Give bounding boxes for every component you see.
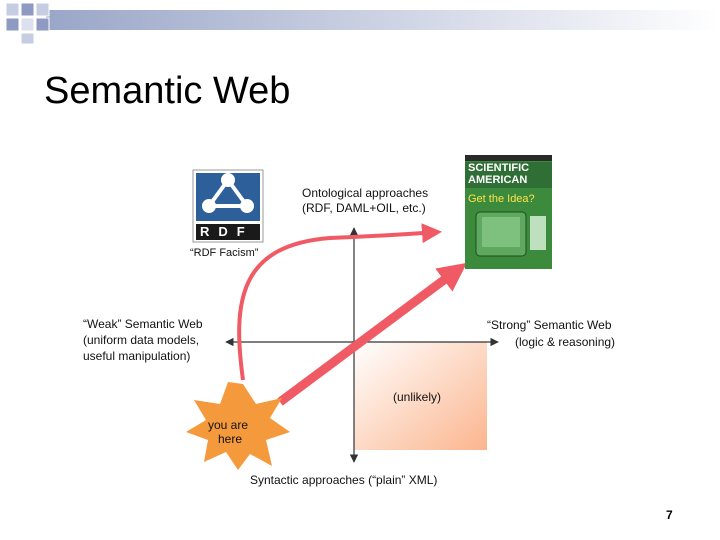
left-axis-label-line1: “Weak” Semantic Web	[83, 317, 203, 331]
starburst-label-line1: you are	[208, 418, 249, 432]
corner-square	[5, 17, 20, 32]
bottom-axis-label: Syntactic approaches (“plain” XML)	[250, 473, 438, 487]
diagonal-red-arrow	[277, 262, 467, 406]
corner-square	[20, 2, 35, 17]
corner-square	[35, 2, 50, 17]
magazine-headline: Get the Idea?	[468, 193, 535, 205]
scientific-american-cover	[465, 155, 552, 269]
top-axis-label-line2: (RDF, DAML+OIL, etc.)	[302, 201, 426, 215]
corner-decoration	[5, 2, 720, 44]
magazine-masthead-line2: AMERICAN	[468, 174, 528, 186]
title-gradient-bar	[46, 10, 720, 30]
corner-square	[5, 2, 20, 17]
page-number: 7	[666, 508, 673, 522]
slide-title: Semantic Web	[44, 70, 291, 112]
unlikely-region	[354, 342, 487, 450]
rdf-caption: “RDF Facism”	[190, 247, 259, 259]
right-axis-label-line2: (logic & reasoning)	[515, 335, 616, 349]
magazine-masthead-line1: SCIENTIFIC	[468, 162, 530, 174]
corner-square	[35, 17, 50, 32]
top-axis-label-line1: Ontological approaches	[302, 186, 429, 200]
corner-square	[20, 32, 35, 44]
starburst-label-line2: here	[218, 432, 243, 446]
rdf-logo	[192, 169, 264, 243]
curved-red-arrow	[237, 223, 442, 381]
corner-square	[20, 17, 35, 32]
unlikely-region-label: (unlikely)	[393, 390, 442, 404]
right-axis-label-line1: “Strong” Semantic Web	[487, 318, 612, 332]
you-are-here-starburst	[186, 382, 290, 470]
rdf-logo-text: RDF	[200, 224, 254, 239]
left-axis-label-line2: (uniform data models,	[83, 333, 200, 347]
left-axis-label-line3: useful manipulation)	[83, 349, 191, 363]
